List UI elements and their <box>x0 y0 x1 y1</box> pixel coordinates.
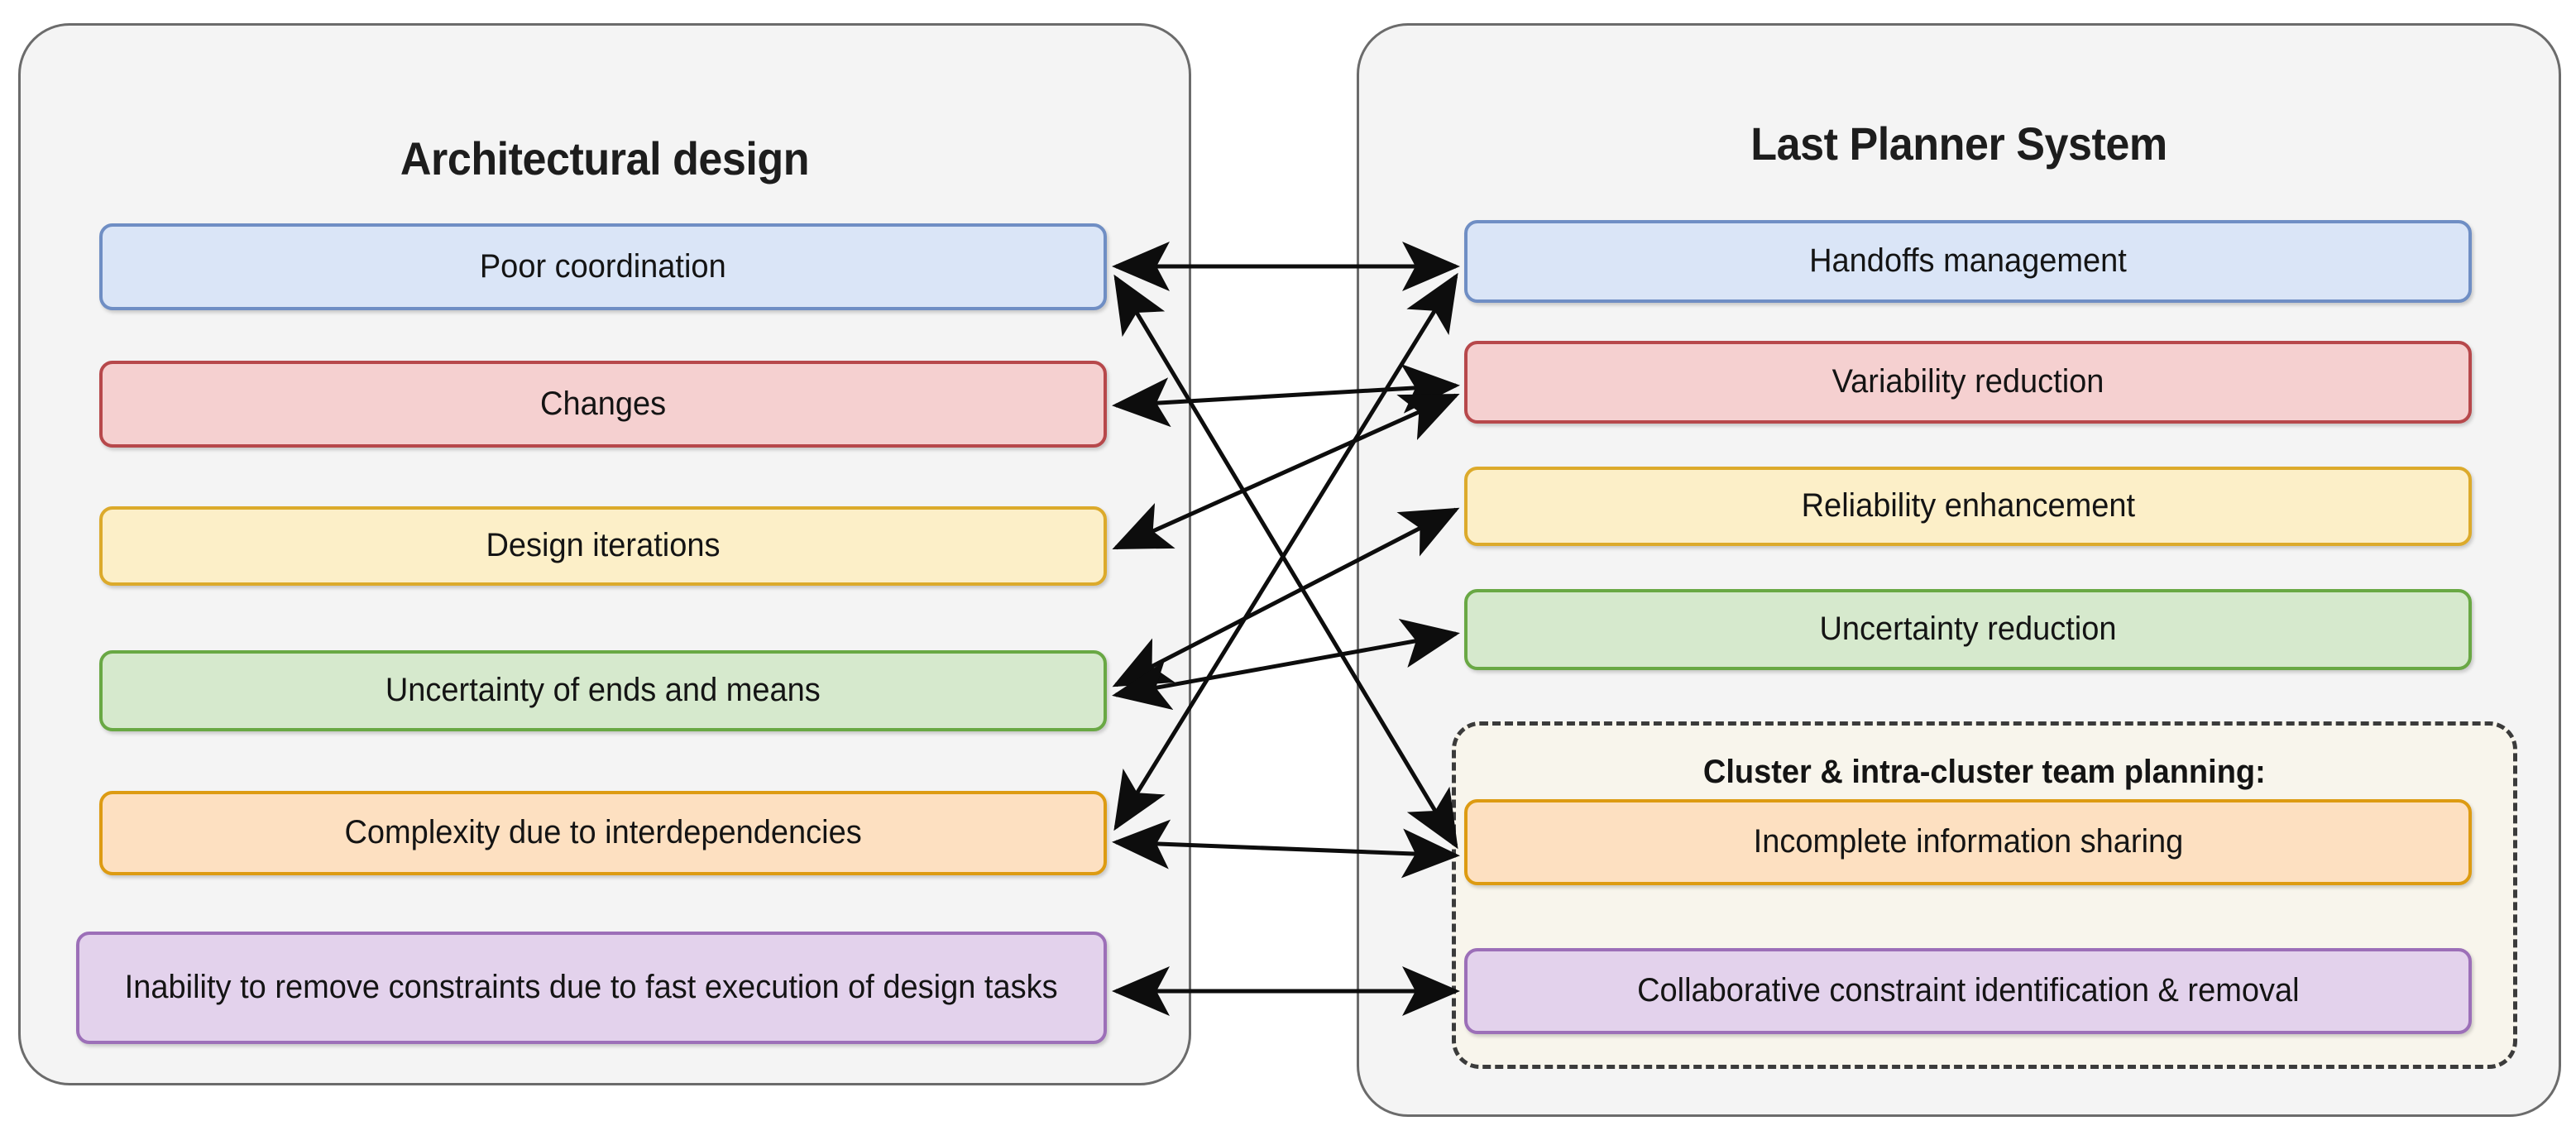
page-title-architectural-design: Architectural design <box>400 132 810 184</box>
box-collaborative-constraint-identification-removal[interactable]: Collaborative constraint identification … <box>1464 948 2472 1034</box>
box-complexity-due-to-interdependencies[interactable]: Complexity due to interdependencies <box>99 791 1107 875</box>
box-label: Complexity due to interdependencies <box>344 814 862 851</box>
cluster-group-label: Cluster & intra-cluster team planning: <box>1456 754 2513 791</box>
box-label: Design iterations <box>486 527 721 564</box>
box-label: Handoffs management <box>1809 242 2127 280</box>
box-uncertainty-reduction[interactable]: Uncertainty reduction <box>1464 589 2472 670</box>
box-handoffs-management[interactable]: Handoffs management <box>1464 220 2472 303</box>
box-changes[interactable]: Changes <box>99 361 1107 448</box>
box-label: Variability reduction <box>1831 363 2104 400</box>
box-label: Uncertainty reduction <box>1819 611 2117 648</box>
box-inability-to-remove-constraints[interactable]: Inability to remove constraints due to f… <box>76 932 1107 1044</box>
box-label: Uncertainty of ends and means <box>385 672 821 709</box>
box-label: Inability to remove constraints due to f… <box>125 969 1058 1006</box>
box-design-iterations[interactable]: Design iterations <box>99 506 1107 586</box>
cluster-group-label-text: Cluster & intra-cluster team planning: <box>1703 754 2266 790</box>
box-label: Collaborative constraint identification … <box>1636 972 2300 1009</box>
box-label: Changes <box>539 385 667 422</box>
box-label: Reliability enhancement <box>1801 487 2135 525</box>
box-label: Incomplete information sharing <box>1753 823 2183 860</box>
box-poor-coordination[interactable]: Poor coordination <box>99 223 1107 310</box>
box-reliability-enhancement[interactable]: Reliability enhancement <box>1464 467 2472 546</box>
box-incomplete-information-sharing[interactable]: Incomplete information sharing <box>1464 799 2472 885</box>
box-uncertainty-of-ends-and-means[interactable]: Uncertainty of ends and means <box>99 650 1107 731</box>
box-label: Poor coordination <box>480 247 726 285</box>
box-variability-reduction[interactable]: Variability reduction <box>1464 341 2472 424</box>
page-title-last-planner-system: Last Planner System <box>1750 117 2167 170</box>
